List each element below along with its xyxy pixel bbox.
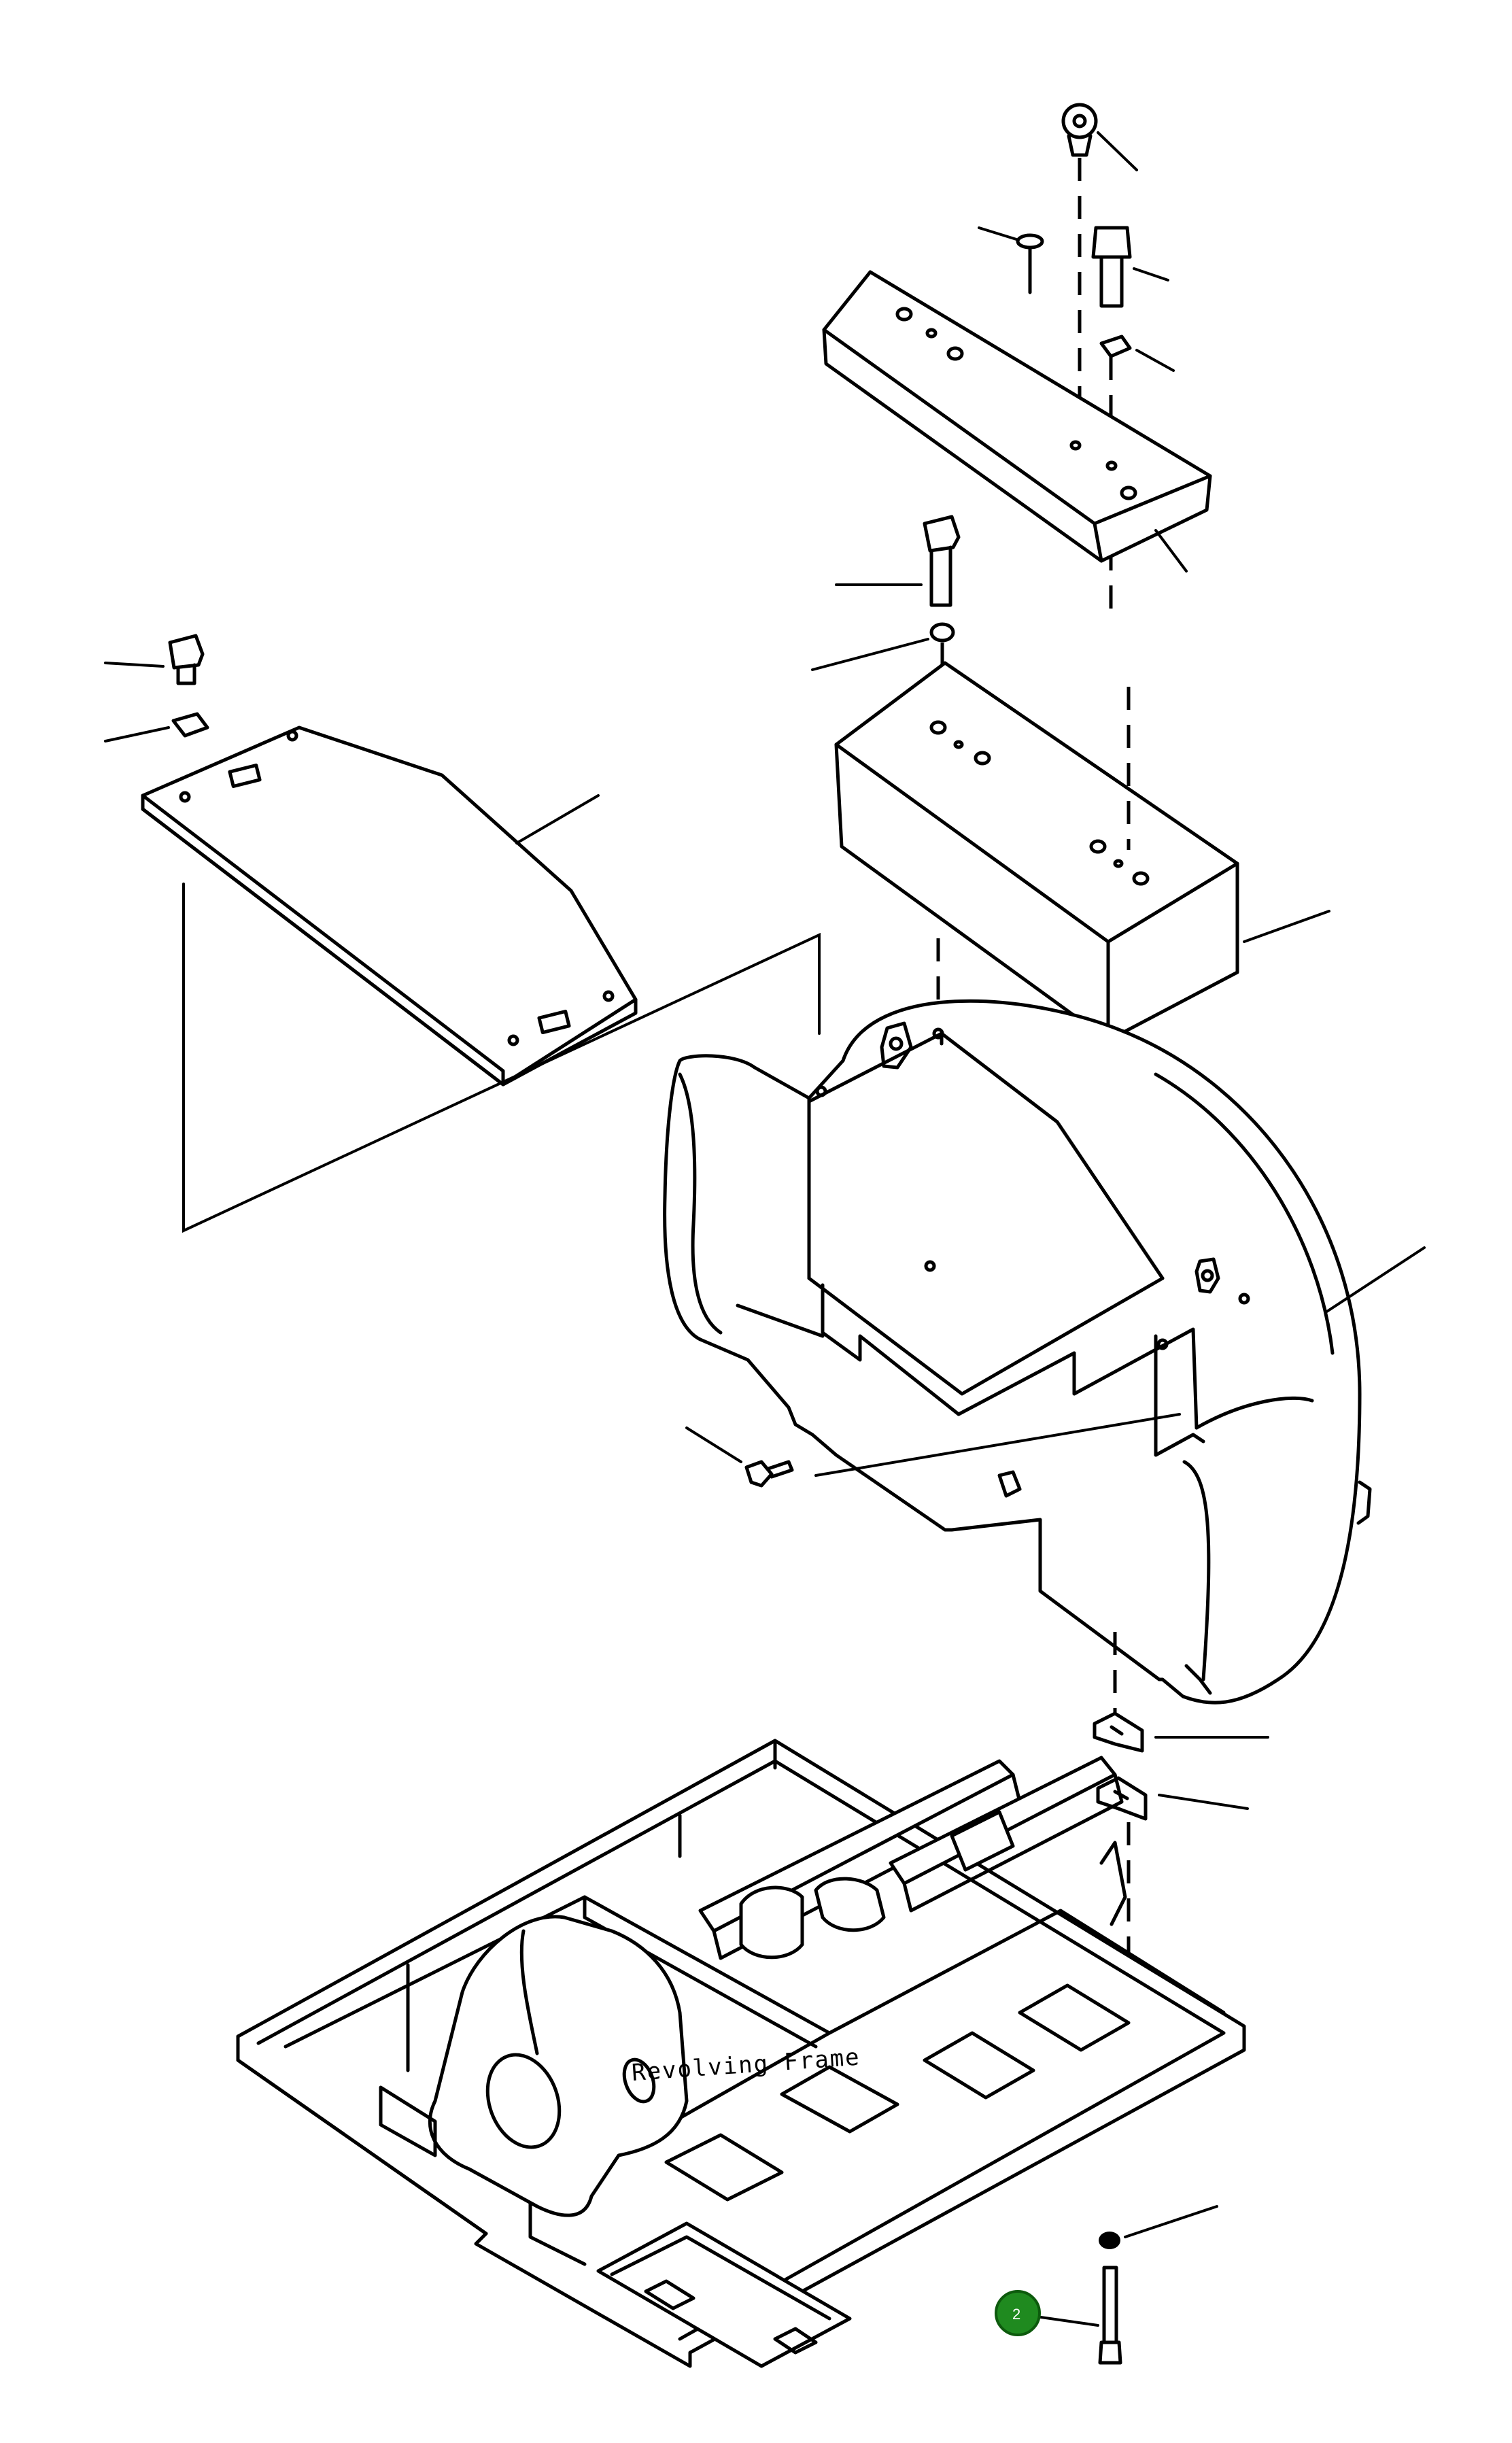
callout-circle[interactable]: [995, 2290, 1041, 2336]
hex-bolt-mid: [835, 515, 961, 607]
washer-left: [104, 712, 209, 742]
eye-bolt: [1061, 103, 1138, 171]
shim-upper: [1093, 1711, 1269, 1753]
callout-marker-2[interactable]: 2: [995, 2290, 1041, 2336]
counterweight-block: [834, 661, 1330, 1042]
nut-bottom: [1099, 2205, 1218, 2249]
small-pin: [978, 226, 1044, 294]
washer-top: [1099, 335, 1175, 372]
top-counterweight-plate: [822, 270, 1212, 573]
hex-bolt-top: [1091, 226, 1169, 308]
callout-number: 2: [1012, 2306, 1020, 2323]
counterweight-housing: [663, 999, 1426, 1705]
washer-mid: [811, 622, 955, 671]
revolving-frame: Revolving Frame: [236, 1739, 1246, 2368]
side-cover-panel: [141, 725, 638, 1087]
small-bolt-side: [685, 1426, 794, 1488]
hex-bolt-left: [104, 634, 205, 685]
